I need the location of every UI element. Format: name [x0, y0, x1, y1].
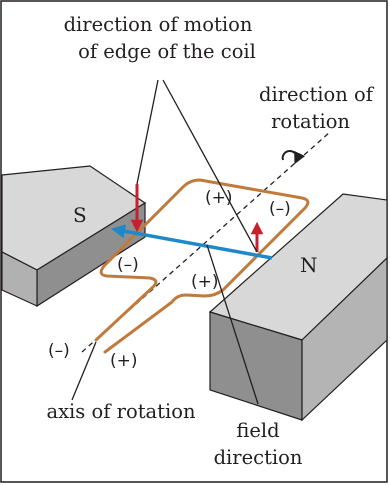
- motion-leader-right: [162, 79, 258, 253]
- sign-top-right: (–): [269, 199, 291, 219]
- south-magnet: [1, 165, 147, 308]
- field-label-line1: field: [236, 419, 279, 442]
- north-pole-label: N: [300, 253, 318, 277]
- sign-lead-left: (–): [48, 341, 70, 361]
- south-pole-label: S: [73, 203, 87, 227]
- sign-top-left: (+): [205, 188, 233, 208]
- sign-lead-right: (+): [110, 351, 138, 371]
- coil: [94, 178, 310, 354]
- axis-label: axis of rotation: [46, 400, 196, 423]
- motion-label-line1: direction of motion: [64, 13, 253, 36]
- field-leader: [206, 244, 259, 405]
- motion-leader-left: [136, 79, 159, 185]
- rotation-label-line1: direction of: [259, 83, 375, 106]
- north-magnet: [208, 193, 388, 422]
- motion-label-line2: of edge of the coil: [78, 40, 256, 63]
- axis-leader: [71, 341, 97, 401]
- rotation-label-line2: rotation: [271, 110, 350, 133]
- field-direction-arrow: [111, 224, 273, 260]
- sign-bottom-right: (+): [191, 272, 219, 292]
- sign-bottom-left: (–): [117, 255, 139, 275]
- field-label-line2: direction: [214, 446, 303, 469]
- rotation-direction-icon: [281, 149, 306, 165]
